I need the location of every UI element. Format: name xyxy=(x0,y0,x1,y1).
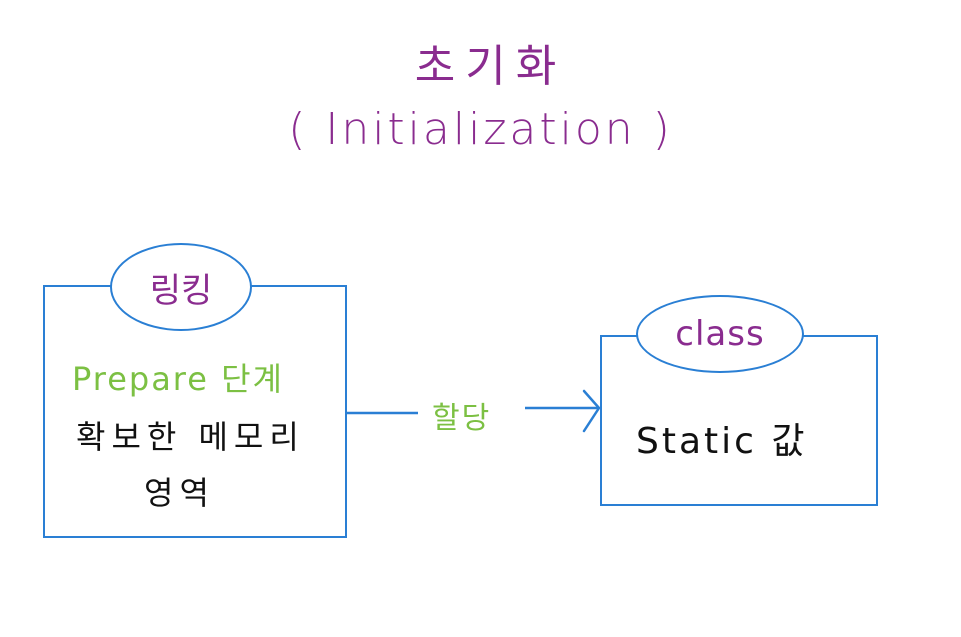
prepare-stage-label: Prepare 단계 xyxy=(72,360,284,398)
arrow-head-icon xyxy=(582,389,601,433)
memory-label-line1: 확보한 메모리 xyxy=(76,418,305,456)
assign-label: 할당 xyxy=(432,401,492,436)
memory-label-line2: 영역 xyxy=(144,474,215,512)
diagram-subtitle: ( Initialization ) xyxy=(288,104,673,155)
static-value-label: Static 값 xyxy=(636,421,808,462)
class-badge: class xyxy=(636,295,804,373)
linking-badge: 링킹 xyxy=(110,243,252,331)
diagram-title: 초기화 xyxy=(414,41,567,92)
